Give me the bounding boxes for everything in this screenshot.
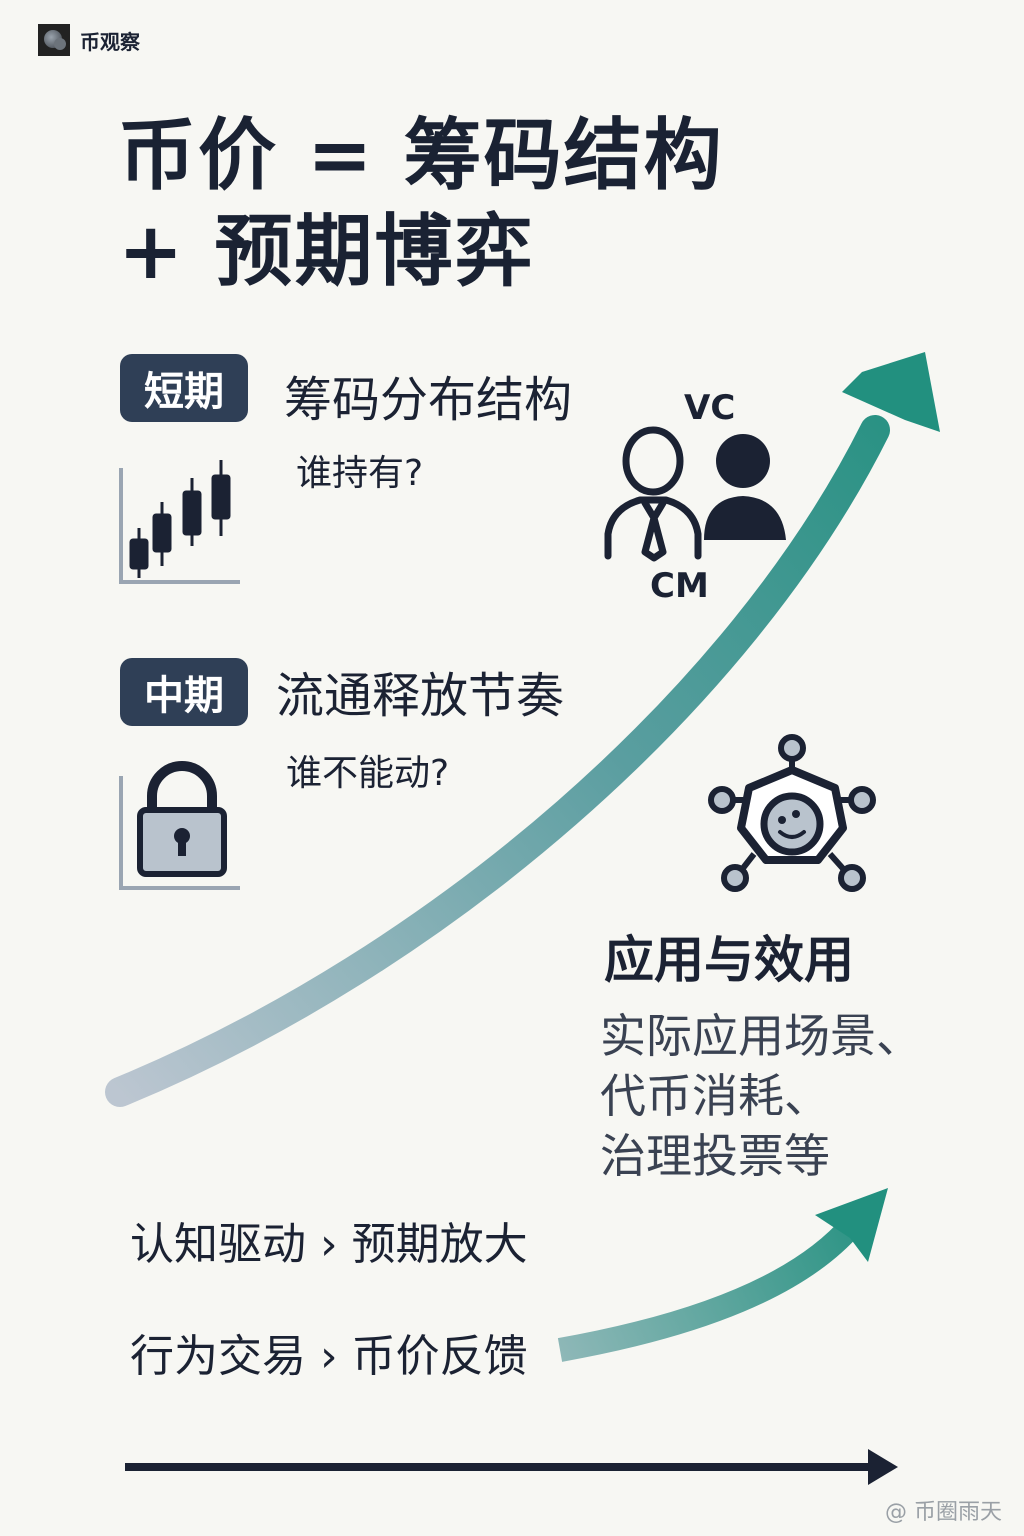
short-term-badge: 短期: [120, 354, 248, 422]
feedback-arrow: [557, 1188, 888, 1362]
vc-label: VC: [684, 388, 736, 428]
brand-name: 币观察: [80, 29, 140, 54]
person-solid-icon: [704, 434, 786, 540]
short-term-heading: 筹码分布结构: [284, 372, 573, 428]
application-line-1: 实际应用场景、: [600, 1009, 922, 1063]
candlestick-chart-icon: [119, 460, 240, 584]
mid-term-heading: 流通释放节奏: [276, 668, 565, 724]
short-term-question: 谁持有?: [296, 453, 424, 494]
watermark: @ 币圈雨天: [885, 1494, 1002, 1526]
timeline-axis-arrow: [125, 1449, 898, 1485]
cm-label: CM: [650, 566, 709, 606]
lock-icon: [119, 761, 240, 890]
application-title: 应用与效用: [604, 931, 854, 989]
main-growth-arrow: [105, 352, 940, 1107]
watermark-text: @ 币圈雨天: [885, 1500, 1002, 1525]
brand-logo-icon: [38, 24, 70, 56]
application-line-3: 治理投票等: [600, 1129, 830, 1183]
title-line-2: + 预期博弈: [118, 207, 535, 297]
person-outline-icon: [604, 426, 702, 562]
application-line-2: 代币消耗、: [600, 1069, 830, 1123]
mid-term-badge: 中期: [120, 658, 248, 726]
network-hub-icon: [708, 734, 876, 892]
mid-term-question: 谁不能动?: [286, 753, 450, 794]
page-title: 币价 = 筹码结构 + 预期博弈: [118, 108, 724, 300]
behavior-line: 行为交易 › 币价反馈: [130, 1331, 528, 1382]
cognition-line: 认知驱动 › 预期放大: [130, 1219, 528, 1270]
brand-header: 币观察: [38, 24, 140, 56]
title-line-1: 币价 = 筹码结构: [118, 111, 724, 201]
